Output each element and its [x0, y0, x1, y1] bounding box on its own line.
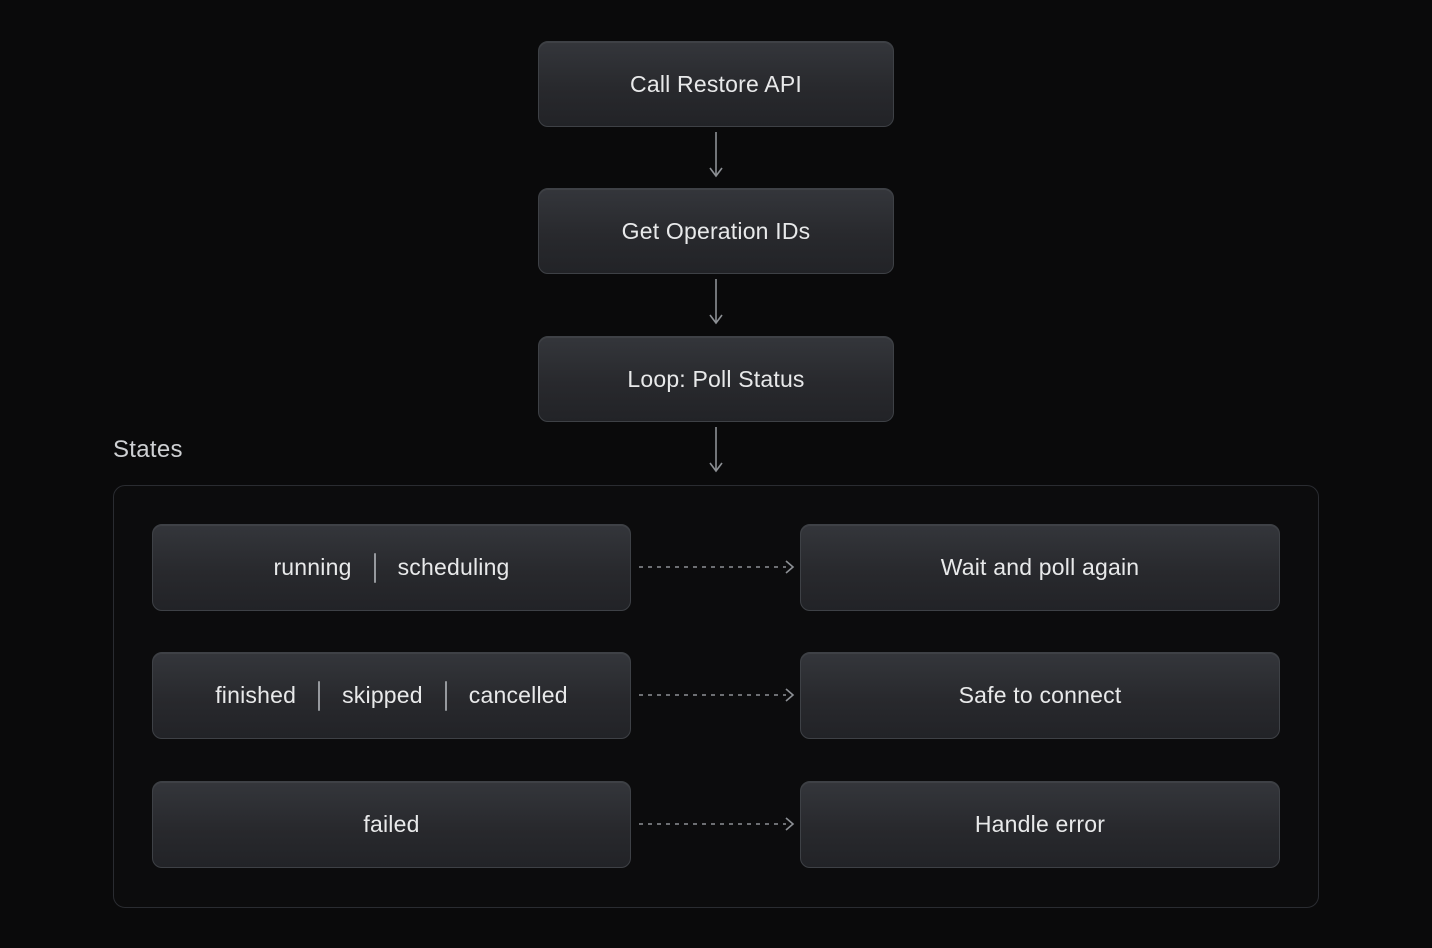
flow-node-call-restore-api: Call Restore API — [538, 41, 894, 127]
state-label: finished — [215, 682, 297, 708]
states-box: running scheduling — [152, 524, 631, 611]
dashed-arrow-right-icon — [639, 560, 795, 574]
arrow-down-icon — [709, 132, 723, 178]
action-label: Safe to connect — [958, 682, 1122, 708]
state-label: cancelled — [468, 682, 568, 708]
states-box: failed — [152, 781, 631, 868]
state-label: running — [273, 554, 352, 580]
action-box: Wait and poll again — [800, 524, 1280, 611]
flow-node-get-operation-ids: Get Operation IDs — [538, 188, 894, 274]
action-box: Safe to connect — [800, 652, 1280, 739]
states-box: finished skipped cancelled — [152, 652, 631, 739]
arrow-down-icon — [709, 279, 723, 325]
dashed-arrow-right-icon — [639, 688, 795, 702]
state-divider — [444, 680, 447, 711]
state-label: scheduling — [397, 554, 510, 580]
action-box: Handle error — [800, 781, 1280, 868]
states-section-title: States — [113, 436, 183, 463]
arrow-down-icon — [709, 427, 723, 473]
flow-node-label: Get Operation IDs — [621, 217, 811, 244]
dashed-arrow-right-icon — [639, 817, 795, 831]
state-divider — [373, 552, 376, 583]
flow-node-loop-poll-status: Loop: Poll Status — [538, 336, 894, 422]
state-label: skipped — [342, 682, 423, 708]
state-divider — [318, 680, 321, 711]
action-label: Wait and poll again — [940, 554, 1140, 580]
flow-node-label: Loop: Poll Status — [627, 365, 805, 392]
flow-node-label: Call Restore API — [630, 70, 802, 97]
state-label: failed — [363, 811, 420, 837]
action-label: Handle error — [974, 811, 1106, 837]
